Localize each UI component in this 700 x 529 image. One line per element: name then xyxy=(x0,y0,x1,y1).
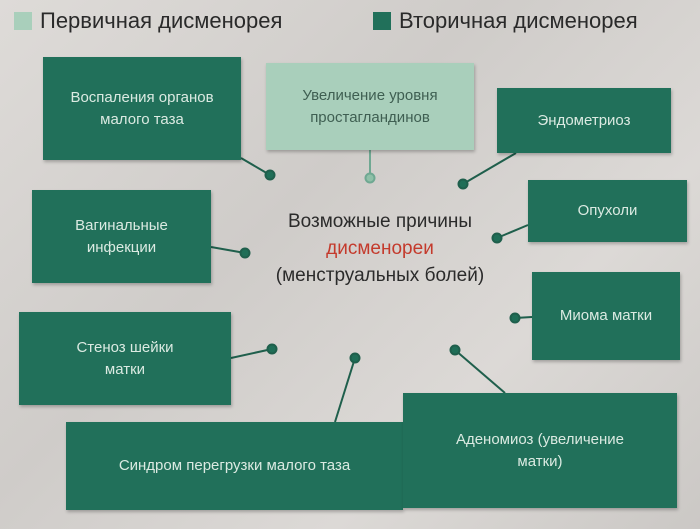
cause-vaginal-infections: Вагинальные инфекции xyxy=(32,190,211,283)
legend-label-primary: Первичная дисменорея xyxy=(40,8,283,33)
cause-tumors: Опухоли xyxy=(528,180,687,242)
legend-primary: Первичная дисменорея xyxy=(14,8,282,34)
cause-endometriosis: Эндометриоз xyxy=(497,88,671,153)
legend-secondary: Вторичная дисменорея xyxy=(373,8,638,34)
central-topic: Возможные причины дисменореи (менструаль… xyxy=(240,208,520,289)
cause-prostaglandins: Увеличение уровня простагландинов xyxy=(266,63,474,150)
cause-cervical-stenosis: Стеноз шейки матки xyxy=(19,312,231,405)
legend-swatch-secondary xyxy=(373,12,391,30)
cause-pelvic-inflammation: Воспаления органов малого таза xyxy=(43,57,241,160)
legend-label-secondary: Вторичная дисменорея xyxy=(399,8,638,33)
connector-dot xyxy=(264,169,276,181)
legend-swatch-primary xyxy=(14,12,32,30)
cause-uterine-fibroids: Миома матки xyxy=(532,272,680,360)
cause-adenomyosis: Аденомиоз (увеличение матки) xyxy=(403,393,677,508)
central-topic-line1: Возможные причины xyxy=(288,211,472,232)
central-topic-highlight: дисменореи xyxy=(326,238,434,259)
cause-pelvic-congestion: Синдром перегрузки малого таза xyxy=(66,422,403,510)
central-topic-line3: (менструальных болей) xyxy=(275,265,485,286)
